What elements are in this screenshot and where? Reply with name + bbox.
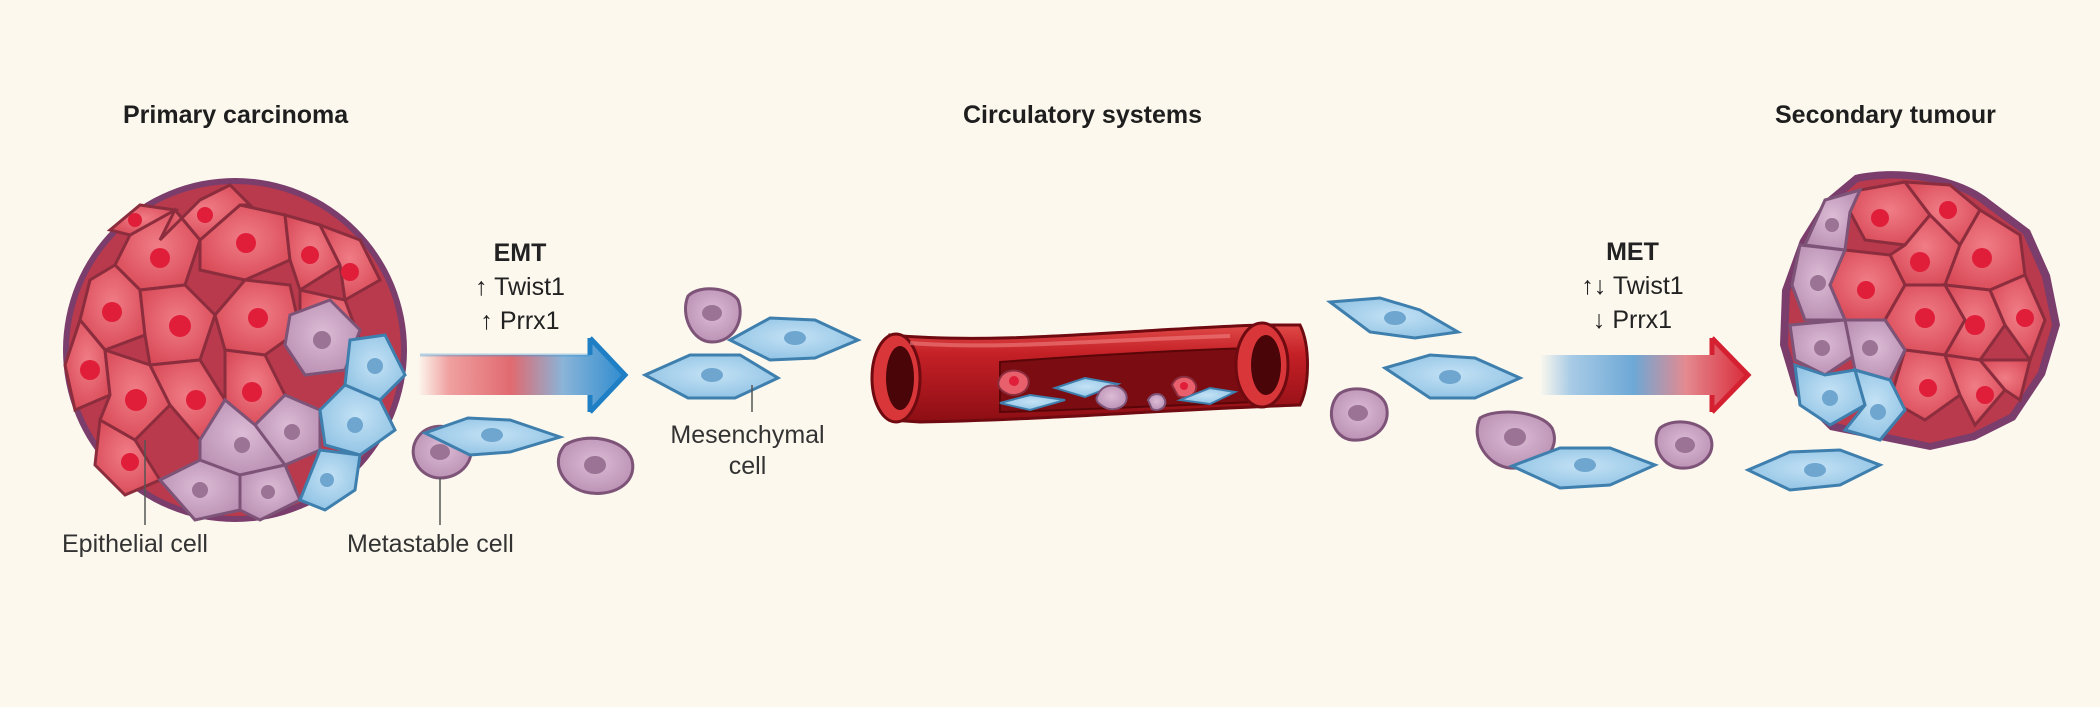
primary-mesenchymal-nuclei bbox=[320, 358, 383, 487]
met-heading: MET bbox=[1606, 238, 1659, 266]
blood-vessel bbox=[870, 321, 1309, 424]
free-cells-primary bbox=[411, 416, 635, 495]
met-label: MET ↑↓ Twist1 ↓ Prrx1 bbox=[1555, 235, 1710, 337]
metastable-cell-label: Metastable cell bbox=[347, 530, 514, 558]
mesenchymal-cell-label: Mesenchymal cell bbox=[660, 420, 835, 482]
mesenchymal-label-line2: cell bbox=[728, 452, 767, 480]
met-arrow bbox=[1540, 336, 1752, 414]
emt-prrx1: ↑ Prrx1 bbox=[480, 307, 560, 335]
circulatory-systems-title: Circulatory systems bbox=[963, 101, 1203, 129]
secondary-tumour-title: Secondary tumour bbox=[1775, 101, 1996, 129]
mesenchymal-group bbox=[641, 287, 862, 400]
secondary-epithelial-nuclei bbox=[1857, 201, 2034, 404]
secondary-metastable-nuclei bbox=[1810, 218, 1878, 356]
epithelial-cell-label: Epithelial cell bbox=[62, 530, 208, 558]
mesenchymal-label-line1: Mesenchymal bbox=[670, 421, 825, 449]
secondary-tumour-cluster bbox=[1780, 171, 2060, 450]
primary-epithelial-nuclei bbox=[80, 207, 359, 471]
met-twist1: ↑↓ Twist1 bbox=[1581, 272, 1684, 300]
emt-label: EMT ↑ Twist1 ↑ Prrx1 bbox=[445, 236, 595, 338]
free-cells-secondary bbox=[1325, 296, 1884, 492]
emt-heading: EMT bbox=[493, 239, 547, 267]
primary-carcinoma-title: Primary carcinoma bbox=[123, 101, 349, 129]
primary-metastable-nuclei bbox=[192, 331, 331, 499]
emt-twist1: ↑ Twist1 bbox=[475, 273, 565, 301]
met-prrx1: ↓ Prrx1 bbox=[1592, 306, 1673, 334]
emt-arrow bbox=[418, 336, 629, 414]
primary-carcinoma-cluster bbox=[63, 178, 407, 522]
